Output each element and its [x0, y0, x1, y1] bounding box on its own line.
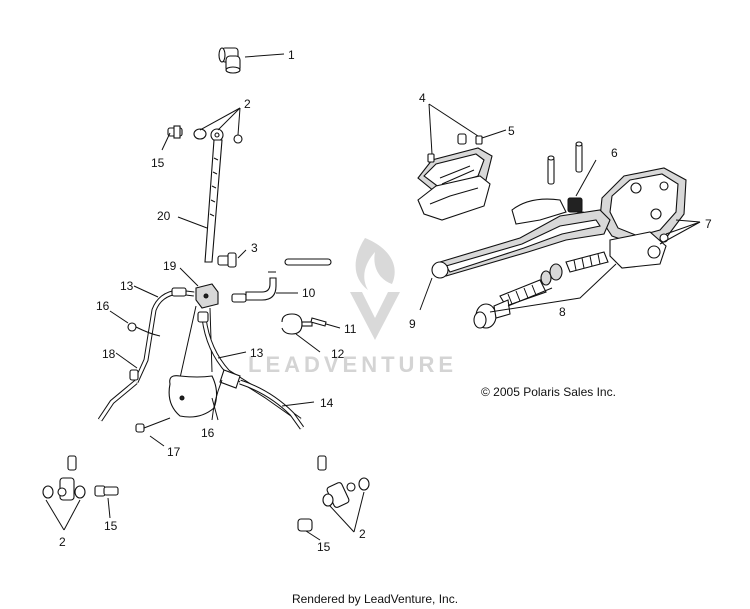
label-12: 12 — [331, 347, 345, 361]
part-banjo-bolt-lower-left — [94, 485, 119, 519]
label-18: 18 — [102, 347, 116, 361]
part-elbow-line — [231, 271, 298, 303]
label-11: 11 — [344, 322, 357, 336]
label-16-right: 16 — [201, 426, 215, 440]
part-brake-hose-long — [97, 352, 139, 422]
label-10: 10 — [302, 286, 316, 300]
part-master-cylinder-body — [599, 167, 701, 269]
label-2: 2 — [244, 97, 251, 111]
part-brake-switch — [567, 159, 597, 213]
part-line-segment — [284, 258, 332, 266]
label-9: 9 — [409, 317, 416, 331]
label-1: 1 — [288, 48, 295, 62]
label-16-left: 16 — [96, 299, 110, 313]
label-15-lower-left: 15 — [104, 519, 118, 533]
label-20: 20 — [157, 209, 171, 223]
part-banjo-bolt-lower-right — [297, 518, 321, 541]
label-4: 4 — [419, 91, 426, 105]
label-2-lower-right: 2 — [359, 527, 366, 541]
part-clip-right — [211, 379, 223, 421]
footer-credit: Rendered by LeadVenture, Inc. — [291, 592, 459, 606]
label-7: 7 — [705, 217, 712, 231]
part-brake-hose-right — [197, 311, 302, 423]
label-3: 3 — [251, 241, 258, 255]
label-2-lower-left: 2 — [59, 535, 66, 549]
part-brake-line — [177, 139, 223, 263]
label-6: 6 — [611, 146, 618, 160]
label-8: 8 — [559, 305, 566, 319]
part-fitting — [217, 249, 247, 268]
part-junction-block — [179, 267, 219, 309]
part-caliper-guide-lines — [168, 305, 218, 418]
label-17: 17 — [167, 445, 181, 459]
label-13-right: 13 — [250, 346, 264, 360]
watermark-text: LEADVENTURE — [248, 352, 457, 377]
label-15-lower-right: 15 — [317, 540, 331, 554]
part-banjo-washers-lower-left — [42, 455, 86, 531]
part-brake-lever — [419, 198, 611, 311]
label-15-top: 15 — [151, 156, 165, 170]
part-diaphragm — [417, 175, 491, 221]
part-piston-kit — [473, 251, 617, 329]
copyright-notice: © 2005 Polaris Sales Inc. — [481, 385, 616, 399]
part-tee-fitting — [218, 47, 285, 74]
part-clip-left — [109, 310, 161, 337]
label-19: 19 — [163, 259, 177, 273]
part-brake-hose-left — [133, 285, 195, 384]
part-banjo-washers-lower-right — [317, 455, 370, 533]
part-brake-hose-lower — [239, 379, 315, 430]
label-5: 5 — [508, 124, 515, 138]
part-banjo-bolt-washers-top — [161, 107, 243, 151]
part-caliper-bolt — [135, 417, 171, 447]
leadventure-watermark-logo — [350, 238, 400, 340]
label-13-left: 13 — [120, 279, 134, 293]
part-clamp — [281, 313, 321, 353]
label-14: 14 — [320, 396, 334, 410]
part-clamp-screw — [310, 317, 341, 329]
